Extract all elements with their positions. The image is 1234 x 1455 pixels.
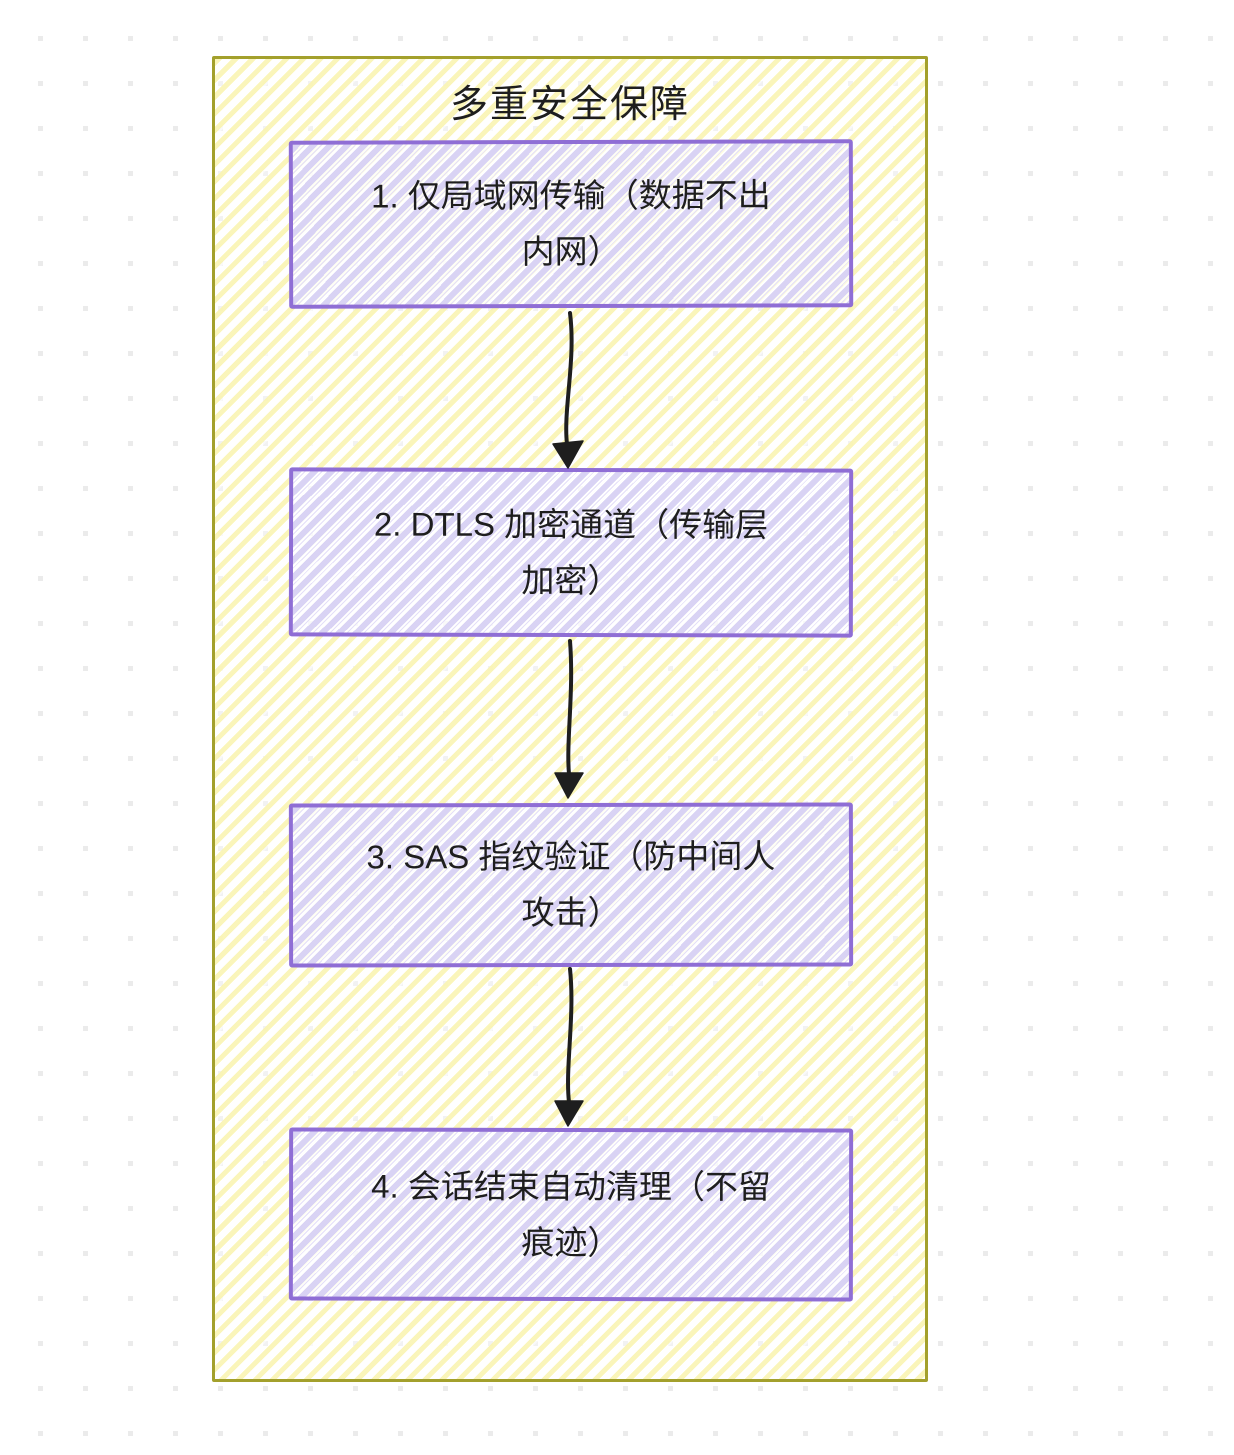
- node-label-line: 攻击）: [521, 893, 621, 932]
- node-label-line: 1. 仅局域网传输（数据不出: [371, 176, 771, 215]
- node-label-line: 内网）: [521, 232, 621, 271]
- flow-node-cleanup: 4. 会话结束自动清理（不留 痕迹）: [288, 1127, 854, 1302]
- flow-node-dtls: 2. DTLS 加密通道（传输层 加密）: [288, 467, 854, 638]
- flow-node-sas: 3. SAS 指纹验证（防中间人 攻击）: [288, 802, 854, 968]
- node-label-line: 痕迹）: [521, 1223, 621, 1261]
- node-label-line: 加密）: [521, 561, 621, 599]
- flow-node-lan-only: 1. 仅局域网传输（数据不出 内网）: [288, 139, 854, 309]
- node-label-line: 2. DTLS 加密通道（传输层: [373, 505, 769, 543]
- diagram-title: 多重安全保障: [449, 84, 690, 126]
- node-label-line: 4. 会话结束自动清理（不留: [371, 1167, 771, 1205]
- node-label-line: 3. SAS 指纹验证（防中间人: [366, 837, 776, 876]
